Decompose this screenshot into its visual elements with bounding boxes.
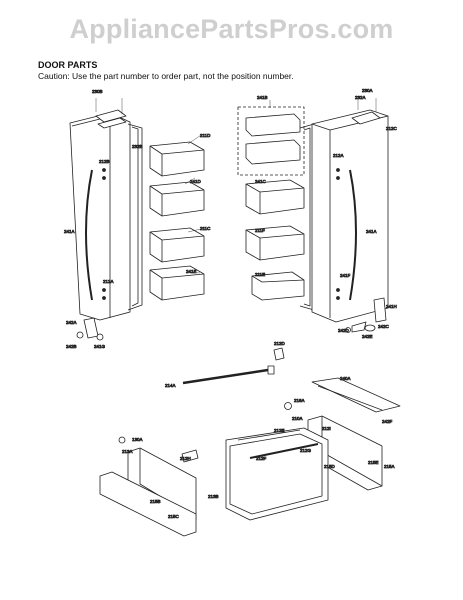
callout-label: 210A <box>292 416 303 421</box>
slide-rail-upper-right <box>311 377 401 413</box>
callout-label: 213A <box>122 449 133 454</box>
callout-label: 211F <box>255 228 265 233</box>
callout-label: 215C <box>168 514 180 519</box>
callout-label: 240A <box>340 376 351 381</box>
left-door-cap <box>95 109 127 129</box>
callout-label: 230A <box>362 88 373 93</box>
right-door-bins <box>245 179 305 301</box>
callout-label: 213B <box>208 494 219 499</box>
callout-label: 214A <box>165 383 176 388</box>
callout-label: 212A <box>103 279 114 284</box>
callout-label: 230B <box>92 89 103 94</box>
callout-label: 215D <box>324 464 336 469</box>
callout-label: 212E <box>274 428 285 433</box>
right-door <box>311 109 389 323</box>
callout-label: 242E <box>362 334 373 339</box>
door-bin <box>149 265 205 301</box>
hinge-bracket-small <box>273 347 285 361</box>
callout-label: 242B <box>66 344 77 349</box>
freezer-door <box>225 427 329 521</box>
callout-label: 212G <box>300 448 312 453</box>
callout-label: 215E <box>368 460 379 465</box>
door-bin <box>245 179 305 215</box>
freezer-gasket <box>237 429 301 441</box>
callout-label: 211C <box>200 226 211 231</box>
left-door-bins <box>149 141 205 301</box>
small-fittings <box>118 436 199 463</box>
door-wire-rod <box>182 365 275 385</box>
callout-label: 212H <box>180 456 191 461</box>
left-door <box>69 112 131 321</box>
callout-label: 242A <box>66 320 77 325</box>
callout-label: 241B <box>257 95 268 100</box>
callout-label: 241F <box>340 273 351 278</box>
door-bin <box>245 225 305 261</box>
callout-label: 242F <box>382 419 393 424</box>
callout-label: 242D <box>338 328 350 333</box>
callout-label: 241D <box>190 179 202 184</box>
callout-label: 212D <box>274 341 286 346</box>
callout-label: 130A <box>132 437 143 442</box>
callout-leaders <box>95 98 377 274</box>
left-door-gasket <box>127 123 143 311</box>
watermark: AppliancePartsPros.com <box>69 14 394 44</box>
callout-label: 215A <box>384 464 395 469</box>
callout-label: 216A <box>294 398 305 403</box>
callout-label: 232B <box>132 144 143 149</box>
callout-label: 212I <box>322 426 331 431</box>
door-bin <box>251 271 305 301</box>
door-bin <box>149 227 205 263</box>
callout-label: 241A <box>64 229 75 234</box>
slide-rail-left-lower <box>99 471 197 537</box>
callout-label: 212A <box>333 153 344 158</box>
door-bin <box>149 141 205 177</box>
roller-part <box>284 402 292 410</box>
callout-label: 215B <box>150 499 161 504</box>
right-door-cap <box>351 111 381 125</box>
callout-labels: 230B 212B 232B 241A 212A 232A 241B 211D … <box>64 88 398 520</box>
callout-label: 212B <box>99 159 110 164</box>
door-bin <box>149 181 205 217</box>
right-hinge-parts <box>345 297 387 333</box>
caution-note: Caution: Use the part number to order pa… <box>38 71 294 81</box>
page-title: DOOR PARTS <box>38 60 98 70</box>
callout-label: 241E <box>186 269 197 274</box>
upper-bin-group <box>237 106 305 176</box>
callout-label: 242C <box>378 324 390 329</box>
callout-label: 211E <box>255 272 265 277</box>
callout-label: 211D <box>200 133 211 138</box>
callout-label: 241G <box>94 344 106 349</box>
callout-label: 241H <box>386 304 397 309</box>
callout-label: 241C <box>255 179 267 184</box>
left-hinge-parts <box>76 317 104 341</box>
callout-label: 212C <box>386 126 398 131</box>
callout-label: 232A <box>355 95 366 100</box>
callout-label: 212F <box>256 456 267 461</box>
callout-label: 241A <box>366 229 377 234</box>
